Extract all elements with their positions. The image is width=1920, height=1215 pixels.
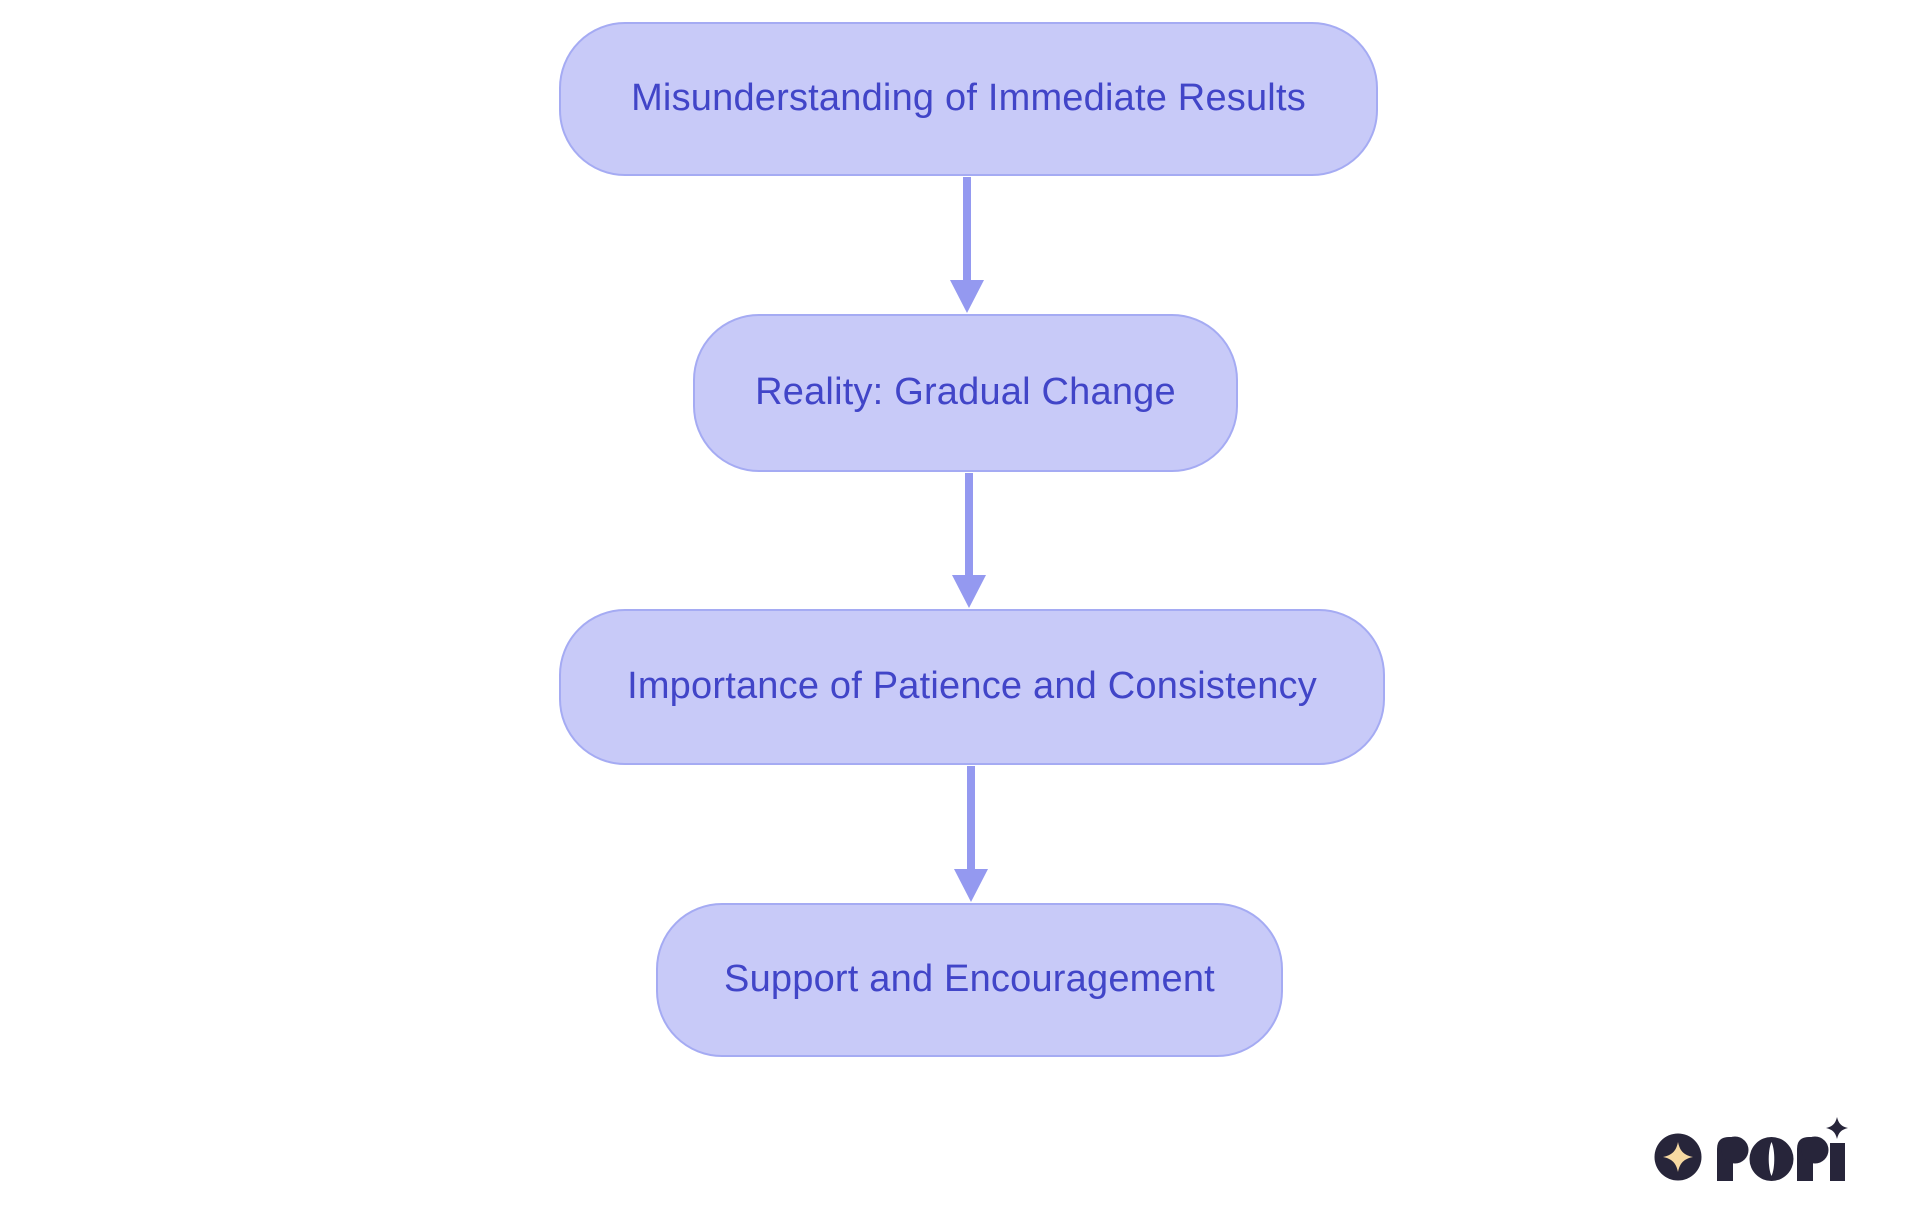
flow-node-label: Support and Encouragement: [724, 958, 1215, 1001]
arrowhead-icon: [950, 280, 984, 313]
flow-edge-2: [952, 473, 986, 608]
flow-edge-1: [950, 177, 984, 313]
wordmark-letter-r2-ball: [1801, 1136, 1829, 1164]
flow-edge-3: [954, 766, 988, 902]
logo-mark: [1654, 1133, 1702, 1181]
flow-node-4: Support and Encouragement: [656, 903, 1283, 1057]
flow-node-2: Reality: Gradual Change: [693, 314, 1238, 472]
wordmark-letter-r1-ball: [1721, 1136, 1749, 1164]
logo-wordmark: [1717, 1117, 1848, 1181]
rori-logo: [1653, 1112, 1853, 1184]
flow-node-3: Importance of Patience and Consistency: [559, 609, 1385, 765]
flow-node-label: Importance of Patience and Consistency: [627, 665, 1317, 708]
arrowhead-icon: [954, 869, 988, 902]
arrowhead-icon: [952, 575, 986, 608]
flow-node-label: Reality: Gradual Change: [755, 371, 1176, 414]
wordmark-letter-i: [1830, 1143, 1845, 1181]
flow-node-label: Misunderstanding of Immediate Results: [631, 77, 1306, 120]
flow-node-1: Misunderstanding of Immediate Results: [559, 22, 1378, 176]
logo-sparkle-icon: [1663, 1142, 1693, 1172]
wordmark-letter-o-lens: [1768, 1142, 1775, 1176]
wordmark-i-sparkle-icon: [1826, 1117, 1848, 1139]
